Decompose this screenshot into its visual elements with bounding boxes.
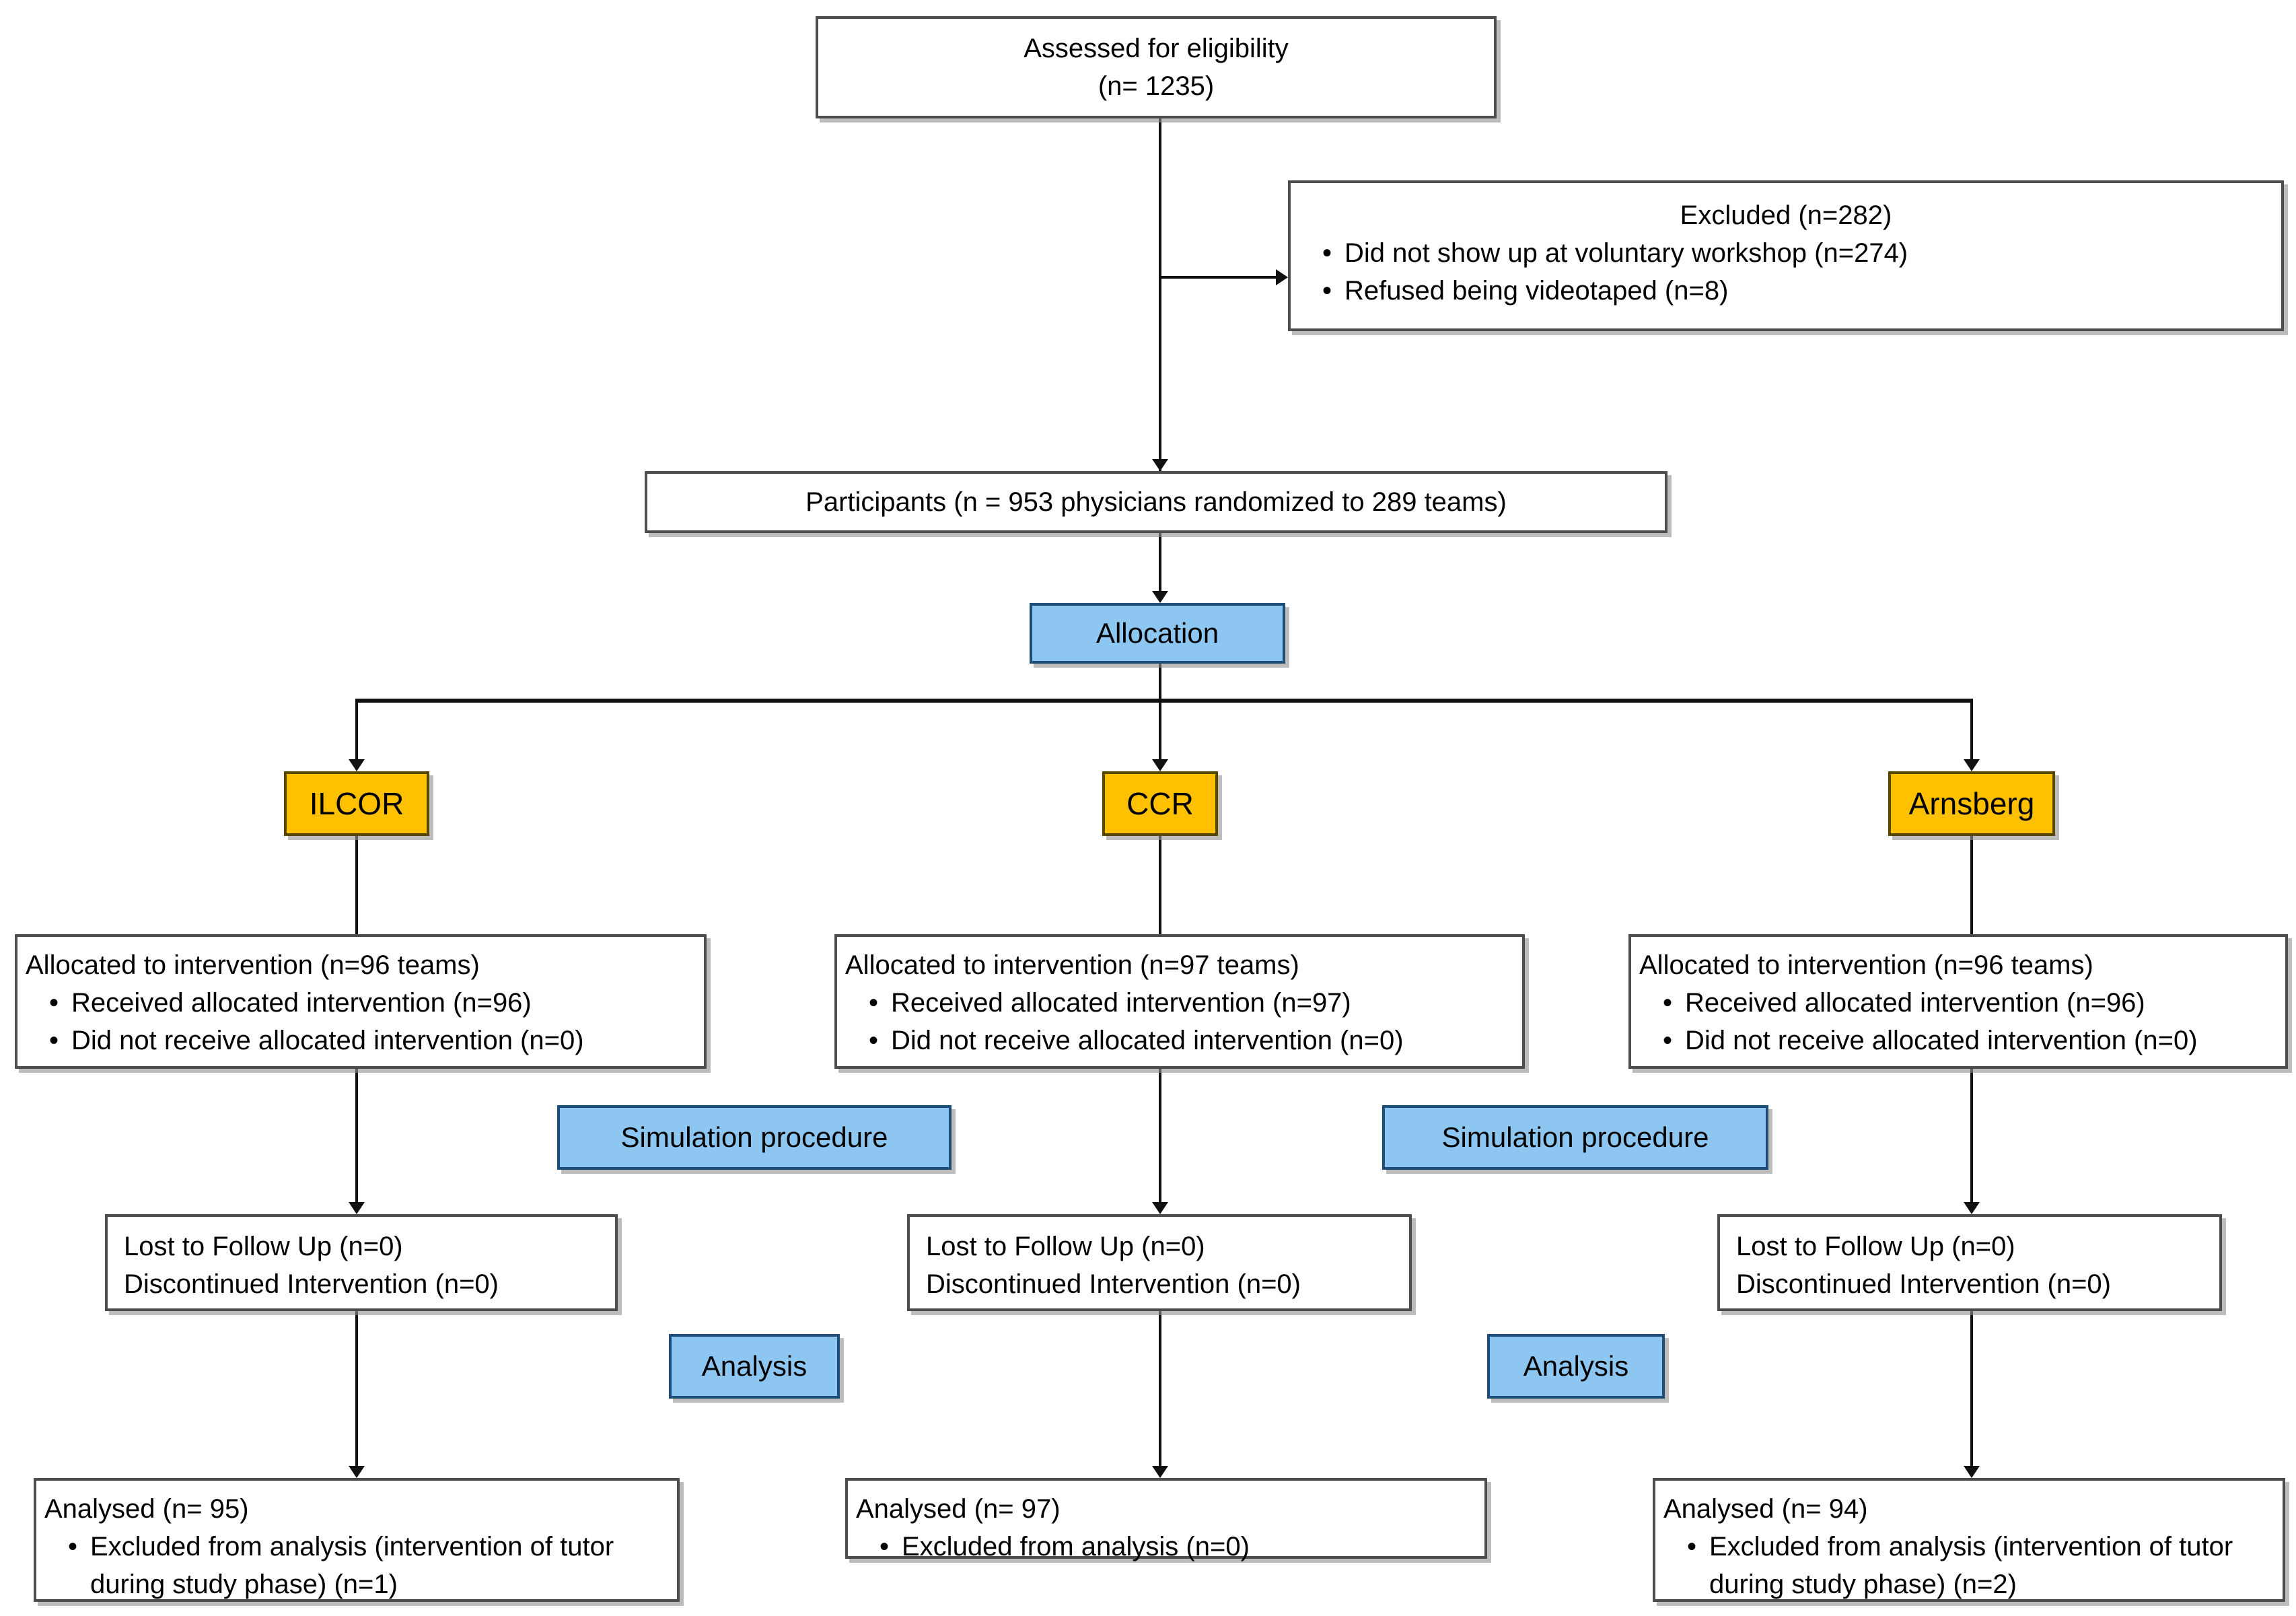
arrowhead-icon <box>1964 759 1980 771</box>
distributor-bar <box>355 699 1973 703</box>
arrowhead-icon <box>1152 759 1168 771</box>
allocated-bullet: • Did not receive allocated intervention… <box>837 1022 1522 1059</box>
connector-line <box>1970 1069 1973 1203</box>
assessed-line1: Assessed for eligibility <box>1024 34 1289 63</box>
arrowhead-icon <box>1152 459 1168 471</box>
bullet-dot-icon: • <box>1662 988 1672 1018</box>
analysis-phase-box: Analysis <box>669 1334 840 1399</box>
connector-line <box>355 836 358 934</box>
followup-box-arnsberg: Lost to Follow Up (n=0) Discontinued Int… <box>1717 1214 2222 1311</box>
arrowhead-icon <box>349 1466 365 1478</box>
connector-line <box>1160 276 1276 279</box>
allocation-phase-box: Allocation <box>1030 603 1285 664</box>
allocated-title: Allocated to intervention (n=97 teams) <box>845 950 1299 980</box>
arrowhead-icon <box>1152 1466 1168 1478</box>
followup-line1: Lost to Follow Up (n=0) <box>124 1232 403 1261</box>
allocated-box-ilcor: Allocated to intervention (n=96 teams) •… <box>15 934 707 1069</box>
arrowhead-icon <box>1276 269 1288 285</box>
simulation-phase-box: Simulation procedure <box>1382 1105 1768 1170</box>
arm-label-ccr: CCR <box>1102 771 1218 836</box>
analysed-box-ilcor: Analysed (n= 95) • Excluded from analysi… <box>34 1478 680 1602</box>
arrowhead-icon <box>349 1202 365 1214</box>
bullet-dot-icon: • <box>1686 1532 1696 1561</box>
bullet-dot-icon: • <box>67 1532 77 1561</box>
bullet-dot-icon: • <box>879 1532 889 1561</box>
bullet-dot-icon: • <box>1322 238 1332 268</box>
connector-line <box>355 703 358 761</box>
analysed-title: Analysed (n= 97) <box>856 1494 1061 1524</box>
analysed-bullet: • Excluded from analysis (intervention o… <box>36 1528 677 1603</box>
excluded-title: Excluded (n=282) <box>1680 201 1892 230</box>
arrowhead-icon <box>1152 1202 1168 1214</box>
allocation-label: Allocation <box>1096 617 1219 649</box>
allocated-box-arnsberg: Allocated to intervention (n=96 teams) •… <box>1628 934 2288 1069</box>
connector-line <box>1159 533 1161 592</box>
analysed-bullet: • Excluded from analysis (n=0) <box>848 1528 1484 1566</box>
arm-label-arnsberg: Arnsberg <box>1888 771 2055 836</box>
followup-box-ilcor: Lost to Follow Up (n=0) Discontinued Int… <box>105 1214 618 1311</box>
analysis-phase-box: Analysis <box>1487 1334 1665 1399</box>
bullet-dot-icon: • <box>868 1026 878 1055</box>
connector-line <box>1970 703 1973 761</box>
connector-line <box>1159 1069 1161 1203</box>
simulation-phase-box: Simulation procedure <box>557 1105 952 1170</box>
connector-line <box>355 1311 358 1467</box>
allocated-title: Allocated to intervention (n=96 teams) <box>26 950 480 980</box>
assessed-box: Assessed for eligibility (n= 1235) <box>816 16 1497 118</box>
followup-line2: Discontinued Intervention (n=0) <box>1736 1269 2111 1299</box>
connector-line <box>1970 836 1973 934</box>
analysed-bullet: • Excluded from analysis (intervention o… <box>1655 1528 2283 1603</box>
bullet-dot-icon: • <box>1662 1026 1672 1055</box>
participants-text: Participants (n = 953 physicians randomi… <box>805 487 1507 517</box>
arrowhead-icon <box>1152 591 1168 603</box>
allocated-box-ccr: Allocated to intervention (n=97 teams) •… <box>834 934 1525 1069</box>
connector-line <box>1159 664 1161 700</box>
followup-box-ccr: Lost to Follow Up (n=0) Discontinued Int… <box>907 1214 1412 1311</box>
arrowhead-icon <box>1964 1202 1980 1214</box>
connector-line <box>1159 1311 1161 1467</box>
connector-line <box>1159 836 1161 934</box>
connector-line <box>1159 703 1161 761</box>
assessed-line2: (n= 1235) <box>1098 71 1215 101</box>
allocated-bullet: • Did not receive allocated intervention… <box>1631 1022 2285 1059</box>
excluded-bullet: • Did not show up at voluntary workshop … <box>1291 234 2281 272</box>
arrowhead-icon <box>1964 1466 1980 1478</box>
allocated-bullet: • Received allocated intervention (n=96) <box>17 984 704 1022</box>
connector-line <box>355 1069 358 1203</box>
followup-line1: Lost to Follow Up (n=0) <box>926 1232 1205 1261</box>
followup-line2: Discontinued Intervention (n=0) <box>926 1269 1301 1299</box>
followup-line1: Lost to Follow Up (n=0) <box>1736 1232 2015 1261</box>
allocated-bullet: • Did not receive allocated intervention… <box>17 1022 704 1059</box>
connector-line <box>1970 1311 1973 1467</box>
analysed-title: Analysed (n= 95) <box>44 1494 249 1524</box>
arrowhead-icon <box>349 759 365 771</box>
participants-box: Participants (n = 953 physicians randomi… <box>645 471 1667 533</box>
analysed-title: Analysed (n= 94) <box>1663 1494 1868 1524</box>
bullet-dot-icon: • <box>1322 276 1332 306</box>
connector-line <box>1159 118 1161 471</box>
allocated-title: Allocated to intervention (n=96 teams) <box>1639 950 2093 980</box>
bullet-dot-icon: • <box>48 988 59 1018</box>
excluded-box: Excluded (n=282) • Did not show up at vo… <box>1288 180 2284 331</box>
excluded-bullet: • Refused being videotaped (n=8) <box>1291 272 2281 310</box>
allocated-bullet: • Received allocated intervention (n=97) <box>837 984 1522 1022</box>
arm-label-ilcor: ILCOR <box>284 771 429 836</box>
followup-line2: Discontinued Intervention (n=0) <box>124 1269 499 1299</box>
analysed-box-ccr: Analysed (n= 97) • Excluded from analysi… <box>845 1478 1487 1561</box>
analysed-box-arnsberg: Analysed (n= 94) • Excluded from analysi… <box>1653 1478 2285 1602</box>
bullet-dot-icon: • <box>868 988 878 1018</box>
allocated-bullet: • Received allocated intervention (n=96) <box>1631 984 2285 1022</box>
bullet-dot-icon: • <box>48 1026 59 1055</box>
